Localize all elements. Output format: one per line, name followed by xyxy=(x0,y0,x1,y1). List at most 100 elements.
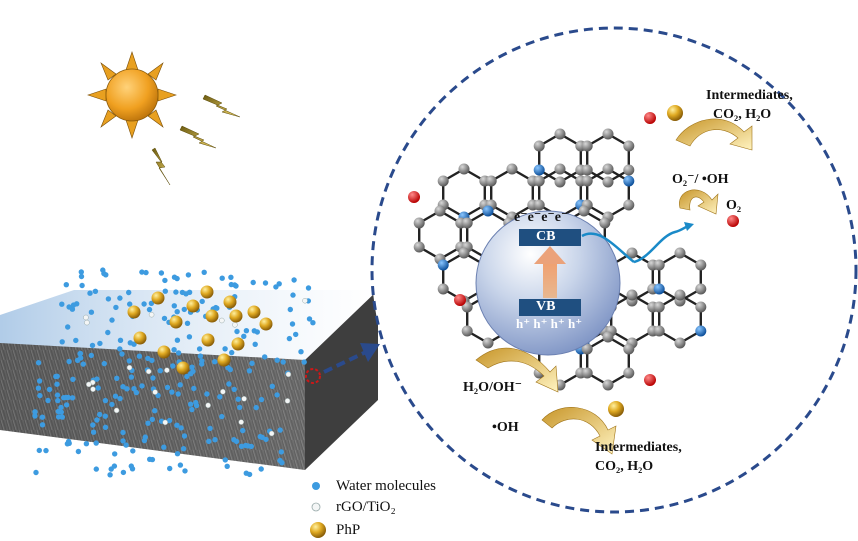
water-molecule xyxy=(59,301,65,307)
water-molecule xyxy=(180,446,187,452)
carbon-atom xyxy=(581,343,593,355)
water-molecule xyxy=(88,309,95,315)
water-molecule xyxy=(188,371,194,377)
legend-tio2-label: rGO/TiO₂ xyxy=(336,499,396,515)
carbon-atom xyxy=(653,259,665,271)
water-molecule xyxy=(100,267,106,273)
water-molecule xyxy=(258,396,265,403)
water-molecule xyxy=(32,409,38,415)
water-molecule xyxy=(152,408,158,414)
water-molecule xyxy=(128,463,134,469)
legend-tio2-symbol xyxy=(311,502,321,512)
water-molecule xyxy=(120,469,127,476)
water-molecule xyxy=(174,422,180,428)
carbon-atom xyxy=(626,247,638,259)
carbon-atom xyxy=(434,205,446,217)
water-molecule xyxy=(77,351,83,357)
oxygen-atom xyxy=(454,294,466,306)
water-molecule xyxy=(224,463,230,469)
oxygen-atom xyxy=(727,215,739,227)
carbon-atom xyxy=(623,343,635,355)
water-molecule xyxy=(45,397,51,404)
water-molecule xyxy=(74,357,81,363)
water-molecule xyxy=(126,358,132,364)
water-molecule xyxy=(43,447,49,454)
water-molecule xyxy=(35,360,42,366)
carbon-atom xyxy=(461,217,473,229)
water-molecule xyxy=(166,417,173,424)
php-sphere xyxy=(247,305,261,319)
water-molecule xyxy=(73,337,79,344)
php-molecule-icon xyxy=(608,401,624,417)
carbon-atom xyxy=(602,176,614,188)
carbon-atom xyxy=(623,199,635,211)
water-molecule xyxy=(310,320,316,326)
water-molecule xyxy=(174,451,181,457)
water-molecule xyxy=(231,437,237,443)
water-molecule xyxy=(243,328,250,334)
water-molecule xyxy=(269,383,275,389)
carbon-atom xyxy=(653,325,665,337)
water-molecule xyxy=(237,404,243,411)
carbon-atom xyxy=(554,128,566,140)
water-molecule xyxy=(235,396,241,402)
water-molecule xyxy=(145,420,151,426)
water-molecule xyxy=(219,413,225,420)
water-molecule xyxy=(262,280,269,286)
carbon-atom xyxy=(581,367,593,379)
water-molecule xyxy=(101,360,108,367)
water-molecule xyxy=(279,460,285,466)
water-molecule xyxy=(189,406,195,413)
carbon-atom xyxy=(437,175,449,187)
water-molecule xyxy=(63,282,69,288)
carbon-atom xyxy=(623,140,635,152)
water-molecule xyxy=(253,404,259,411)
cb-label: CB xyxy=(536,229,556,244)
water-molecule xyxy=(252,341,258,347)
water-molecule xyxy=(131,386,137,392)
water-molecule xyxy=(181,306,187,313)
water-molecule xyxy=(117,295,123,301)
water-molecule xyxy=(66,304,72,310)
carbon-atom xyxy=(458,163,470,175)
water-molecule xyxy=(97,340,103,347)
water-molecule xyxy=(55,414,62,420)
water-molecule xyxy=(90,422,96,428)
carbon-atom xyxy=(461,325,473,337)
water-molecule xyxy=(181,433,188,439)
water-molecule xyxy=(33,469,39,476)
water-molecule xyxy=(59,339,65,345)
water-molecule xyxy=(94,417,100,423)
php-sphere xyxy=(229,309,243,323)
water-molecule xyxy=(175,350,182,356)
water-molecule xyxy=(171,303,177,309)
electron-arrowhead xyxy=(684,222,694,231)
water-molecule xyxy=(233,283,239,289)
rgo-tio2-particle xyxy=(232,322,238,328)
water-molecule xyxy=(127,301,133,307)
php-sphere xyxy=(223,295,237,309)
water-molecule xyxy=(249,360,255,366)
water-molecule xyxy=(191,385,197,392)
rgo-tio2-particle xyxy=(285,371,292,378)
water-molecule xyxy=(162,288,168,294)
carbon-atom xyxy=(485,175,497,187)
water-molecule xyxy=(109,401,115,408)
carbon-atom xyxy=(533,199,545,211)
membrane xyxy=(0,290,378,470)
water-molecule xyxy=(105,296,112,302)
water-molecule xyxy=(36,378,43,384)
oxygen-atom xyxy=(644,374,656,386)
water-molecule xyxy=(187,401,194,407)
water-molecule xyxy=(127,340,133,346)
conduction-band xyxy=(519,229,581,246)
carbon-atom xyxy=(554,176,566,188)
php-sphere xyxy=(127,305,141,319)
rgo-tio2-particles xyxy=(83,297,308,437)
carbon-atom xyxy=(461,301,473,313)
water-molecule xyxy=(65,394,71,401)
water-molecule xyxy=(240,427,246,434)
water-molecule xyxy=(245,443,251,449)
water-molecule xyxy=(97,411,103,418)
